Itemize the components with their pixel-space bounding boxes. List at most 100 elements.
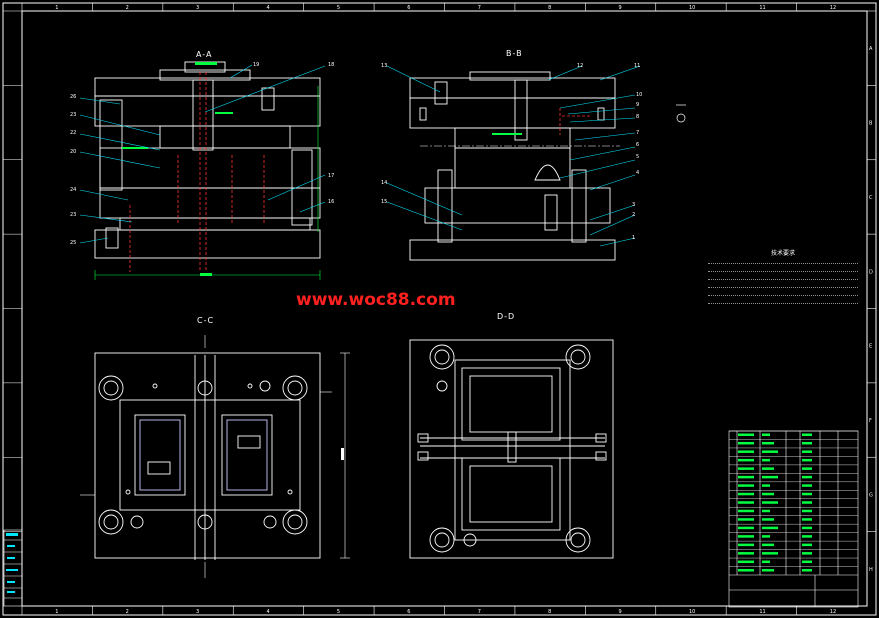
part-callout: 23 — [70, 112, 76, 118]
parts-row-name — [762, 535, 770, 538]
parts-row-code — [738, 458, 754, 462]
part-callout: 1 — [632, 235, 635, 241]
frame-col-label-top: 4 — [266, 5, 269, 11]
parts-row-name — [762, 450, 778, 453]
part-callout: 22 — [70, 130, 76, 136]
section-cc-dimensions — [80, 335, 350, 578]
parts-row-name — [762, 526, 778, 530]
parts-row-code — [738, 526, 754, 530]
frame-col-label-bottom: 3 — [196, 609, 199, 615]
frame-col-label-top: 11 — [759, 5, 765, 11]
frame-col-label-bottom: 2 — [126, 609, 129, 615]
section-aa-hidden-lines — [129, 72, 265, 272]
parts-row-code — [738, 467, 754, 470]
frame-row-label: D — [869, 269, 873, 275]
section-bb-hidden-lines — [559, 108, 590, 135]
frame-col-label-bottom: 9 — [619, 609, 622, 615]
parts-row-material — [802, 484, 812, 487]
section-cc-title: C-C — [197, 316, 215, 325]
revision-strip — [3, 529, 23, 607]
part-callout: 7 — [636, 130, 639, 136]
parts-row-material — [802, 475, 812, 479]
parts-row-name — [762, 569, 774, 572]
frame-col-label-bottom: 8 — [548, 609, 551, 615]
section-bb-dimensions — [420, 133, 620, 147]
parts-row-name — [762, 560, 770, 564]
frame-col-label-top: 7 — [478, 5, 481, 11]
parts-row-name — [762, 509, 770, 513]
parts-row-code — [738, 518, 754, 521]
parts-row-code — [738, 543, 754, 547]
parts-row-material — [802, 569, 812, 572]
parts-row-name — [762, 484, 770, 487]
parts-row-code — [738, 535, 754, 538]
part-callout: 3 — [632, 202, 635, 208]
section-cc-view — [94, 352, 321, 560]
parts-row-code — [738, 509, 754, 513]
parts-row-name — [762, 501, 778, 504]
section-aa-title: A-A — [196, 50, 213, 59]
section-bb-view — [409, 71, 616, 261]
frame-col-label-top: 9 — [619, 5, 622, 11]
parts-row-code — [738, 450, 754, 453]
part-callout: 15 — [381, 199, 387, 205]
frame-col-label-bottom: 5 — [337, 609, 340, 615]
parts-row-material — [802, 450, 812, 453]
frame-col-label-bottom: 10 — [689, 609, 695, 615]
frame-col-label-bottom: 12 — [830, 609, 836, 615]
frame-col-label-top: 5 — [337, 5, 340, 11]
frame-col-label-bottom: 6 — [407, 609, 410, 615]
frame-col-label-top: 3 — [196, 5, 199, 11]
section-aa-view — [94, 61, 321, 259]
parts-row-code — [738, 441, 754, 445]
part-callout: 4 — [636, 170, 639, 176]
parts-row-code — [738, 475, 754, 479]
section-dd-view — [409, 339, 614, 559]
part-callout: 2 — [632, 212, 635, 218]
part-callout: 23 — [70, 212, 76, 218]
parts-row-name — [762, 492, 774, 496]
parts-row-code — [738, 501, 754, 504]
frame-col-label-bottom: 7 — [478, 609, 481, 615]
frame-col-label-top: 10 — [689, 5, 695, 11]
parts-row-material — [802, 560, 812, 564]
frame-row-label: B — [869, 121, 873, 127]
parts-row-material — [802, 509, 812, 513]
section-aa-leaders — [79, 64, 326, 244]
parts-row-material — [802, 552, 812, 555]
parts-row-material — [802, 467, 812, 470]
part-callout: 19 — [253, 62, 259, 68]
parts-row-material — [802, 526, 812, 530]
parts-row-name — [762, 552, 778, 555]
parts-list-rows — [729, 430, 858, 572]
parts-row-material — [802, 433, 812, 436]
parts-row-name — [762, 433, 770, 436]
frame-col-label-bottom: 11 — [759, 609, 765, 615]
notes-title: 技术要求 — [770, 250, 795, 257]
part-callout: 11 — [634, 63, 640, 69]
part-callout: 26 — [70, 94, 76, 100]
section-aa-dimensions — [94, 62, 321, 280]
parts-row-name — [762, 543, 774, 547]
frame-row-label: C — [869, 195, 873, 201]
frame-col-label-top: 1 — [55, 5, 58, 11]
parts-row-code — [738, 433, 754, 436]
parts-row-name — [762, 518, 774, 521]
parts-row-material — [802, 518, 812, 521]
frame-zone-ticks — [3, 3, 876, 615]
parts-row-code — [738, 492, 754, 496]
section-bb-title: B-B — [506, 49, 523, 58]
part-callout: 9 — [636, 102, 639, 108]
frame-col-label-top: 6 — [407, 5, 410, 11]
frame-row-label: A — [869, 46, 873, 52]
part-callout: 25 — [70, 240, 76, 246]
parts-row-material — [802, 543, 812, 547]
frame-col-label-bottom: 4 — [266, 609, 269, 615]
detail-mark-e — [676, 104, 686, 123]
section-bb-leaders — [386, 65, 641, 247]
part-callout: 10 — [636, 92, 642, 98]
part-callout: 12 — [577, 63, 583, 69]
